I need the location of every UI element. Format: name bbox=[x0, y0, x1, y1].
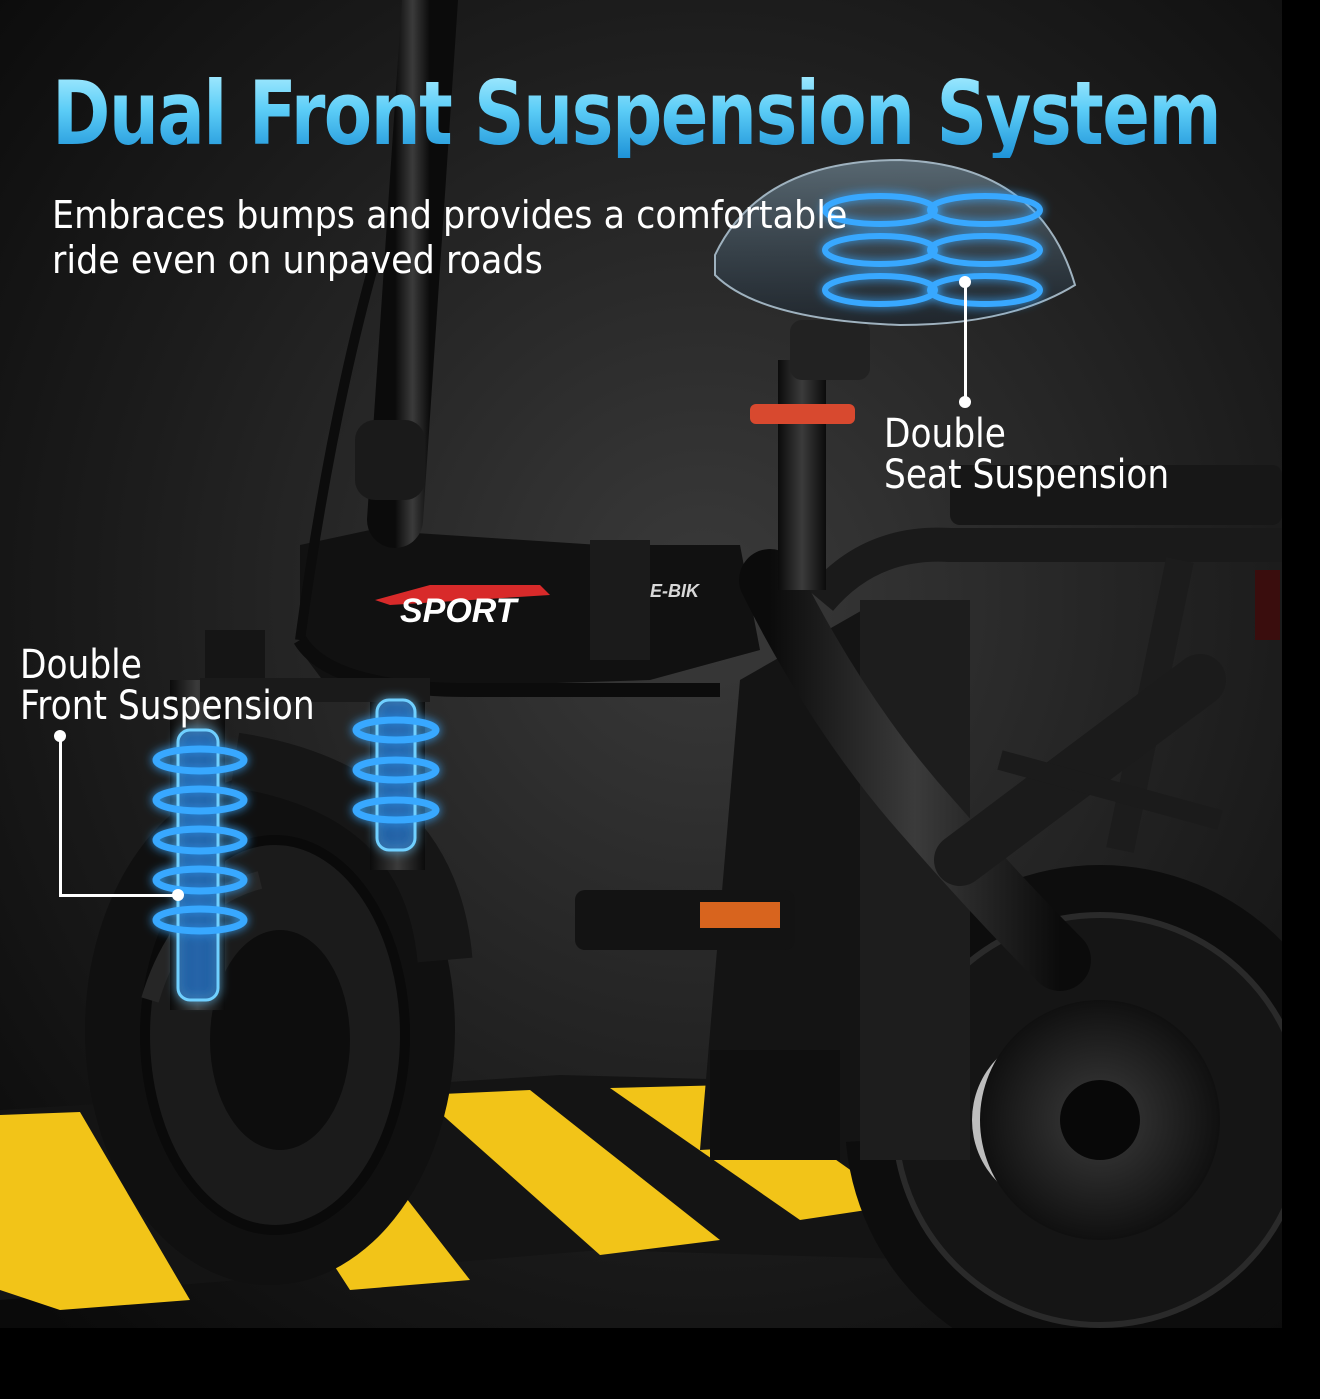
front-callout-end-dot bbox=[172, 889, 184, 901]
seat-suspension-callout: Double Seat Suspension bbox=[884, 414, 1169, 496]
main-frame bbox=[300, 320, 1226, 991]
seat-callout-line-1: Double bbox=[884, 411, 1006, 457]
sport-decal: SPORT bbox=[400, 592, 520, 630]
front-suspension-springs-glow bbox=[152, 698, 440, 1002]
front-callout-line-vertical bbox=[59, 738, 62, 896]
front-callout-line-horizontal bbox=[59, 894, 179, 897]
pedal bbox=[575, 890, 795, 950]
seat-callout-line bbox=[964, 286, 967, 401]
subheadline-line-1: Embraces bumps and provides a comfortabl… bbox=[52, 193, 848, 237]
ebike-illustration: SPORT E-BIK bbox=[0, 0, 1282, 1328]
front-callout-start-dot bbox=[54, 730, 66, 742]
headline: Dual Front Suspension System bbox=[52, 62, 1222, 165]
ebike-decal: E-BIK bbox=[650, 581, 701, 601]
frame-decals: SPORT E-BIK bbox=[375, 581, 701, 630]
seat-callout-dot bbox=[959, 276, 971, 288]
seat-callout-line-2: Seat Suspension bbox=[884, 452, 1170, 498]
subheadline: Embraces bumps and provides a comfortabl… bbox=[52, 193, 847, 283]
seat-callout-end-dot bbox=[959, 396, 971, 408]
ebike-photo: SPORT E-BIK bbox=[0, 0, 1282, 1328]
front-callout-line-1: Double bbox=[20, 642, 142, 688]
front-callout-line-2: Front Suspension bbox=[20, 683, 315, 729]
subheadline-line-2: ride even on unpaved roads bbox=[52, 238, 543, 282]
saddle bbox=[714, 158, 1077, 327]
handlebar-stem bbox=[294, 0, 720, 697]
front-suspension-callout: Double Front Suspension bbox=[20, 645, 315, 727]
